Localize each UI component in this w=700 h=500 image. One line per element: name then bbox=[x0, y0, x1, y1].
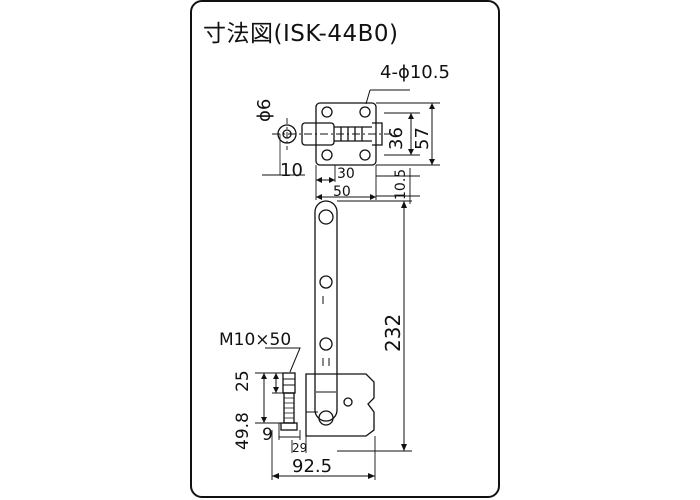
dim-25-label: 25 bbox=[233, 370, 253, 392]
bolt-tip bbox=[280, 422, 298, 431]
mount-hole bbox=[321, 149, 333, 161]
bolt-head bbox=[282, 372, 296, 394]
dim-232-label: 232 bbox=[381, 314, 405, 352]
pivot-hole-small bbox=[343, 397, 353, 407]
dim-36-label: 36 bbox=[386, 127, 407, 150]
dim-57-label: 57 bbox=[412, 127, 433, 150]
pin-diameter-label: ϕ6 bbox=[254, 99, 275, 122]
bolt-spec-label: M10×50 bbox=[219, 330, 291, 350]
mount-hole bbox=[359, 149, 371, 161]
arm-hole bbox=[318, 209, 334, 225]
dim-10-5-label: 10.5 bbox=[393, 169, 409, 200]
pivot-hole bbox=[318, 410, 334, 426]
arm-hole bbox=[319, 337, 333, 351]
mount-hole bbox=[321, 106, 333, 118]
clamp-arm bbox=[314, 200, 338, 422]
dim-10-label: 10 bbox=[280, 160, 303, 181]
clamp-body bbox=[305, 373, 375, 437]
diagram-frame bbox=[190, 0, 500, 498]
arm-hole bbox=[319, 275, 333, 289]
handle-end bbox=[372, 122, 383, 146]
arm-block bbox=[301, 122, 335, 146]
dim-92-5-label: 92.5 bbox=[292, 456, 332, 477]
mount-hole bbox=[359, 106, 371, 118]
dim-30-label: 30 bbox=[337, 166, 355, 182]
dim-50-label: 50 bbox=[333, 184, 351, 200]
diagram-title: 寸法図(ISK-44B0) bbox=[203, 21, 399, 47]
dim-49-8-label: 49.8 bbox=[233, 412, 253, 450]
dim-29-label: 29 bbox=[292, 441, 307, 455]
dim-9-label: 9 bbox=[262, 425, 273, 445]
hole-spec-label: 4-ϕ10.5 bbox=[380, 62, 450, 83]
